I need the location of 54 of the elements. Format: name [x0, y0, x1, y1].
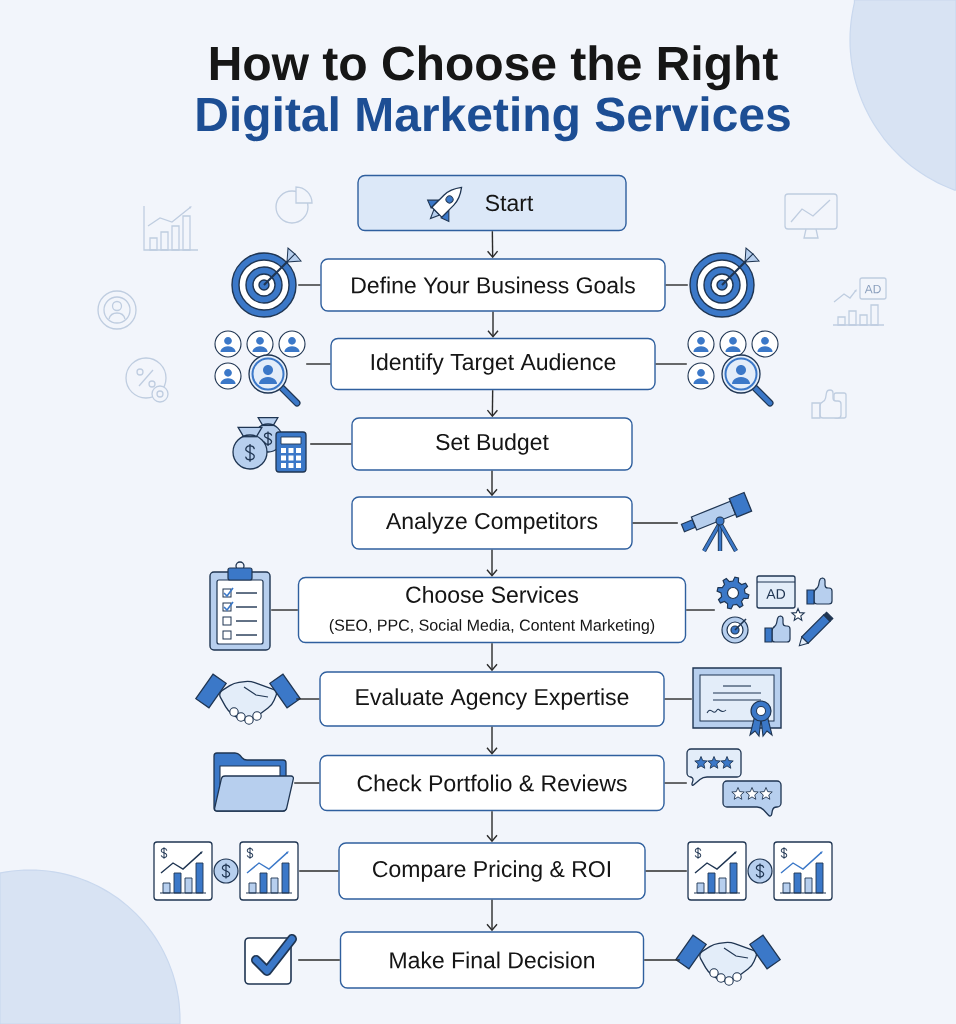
step-box: Check Portfolio & Reviews [319, 754, 665, 812]
connector-line [297, 284, 321, 286]
connector-line [664, 782, 688, 784]
arrow [487, 311, 499, 338]
arrow [486, 549, 498, 577]
title: How to Choose the Right Digital Marketing Services [197, 45, 790, 142]
marketing-tools-icon [716, 575, 834, 647]
bar-charts-icon [687, 841, 833, 901]
arrow [486, 899, 498, 932]
start-box: Start [357, 174, 627, 232]
step-box: Define Your Business Goals [320, 258, 666, 312]
telescope-icon [680, 491, 753, 553]
arrow [486, 810, 498, 843]
icon-text: AD [864, 284, 881, 294]
connector-line [305, 363, 331, 365]
step-box: Identify Target Audience [330, 337, 656, 391]
step-box: Make Final Decision [339, 931, 645, 989]
icon-text: AD [766, 589, 786, 599]
arrow [486, 726, 498, 755]
connector-line [270, 609, 299, 611]
connector-line [665, 284, 689, 286]
money-bags-calculator-icon [232, 417, 307, 473]
step-box: Set Budget [351, 417, 633, 471]
connector-line [645, 870, 688, 872]
connector-line [293, 782, 320, 784]
target-icon [689, 247, 760, 318]
connector-line [298, 870, 339, 872]
folder-icon [213, 752, 295, 812]
checkbox-icon [244, 934, 297, 985]
arrow [486, 230, 499, 259]
arrow [486, 389, 499, 418]
connector-line [664, 698, 693, 700]
bar-charts-icon [153, 841, 299, 901]
handshake-icon [674, 934, 782, 986]
handshake-icon [194, 673, 302, 725]
clipboard-checklist-icon [209, 561, 271, 651]
connector-line [297, 959, 341, 961]
arrow [486, 642, 498, 672]
connector-line [632, 522, 679, 524]
step-box: Evaluate Agency Expertise [319, 671, 665, 727]
review-bubbles-icon [686, 748, 782, 817]
connector-line [643, 959, 681, 961]
people-search-icon [687, 330, 779, 407]
target-icon [231, 247, 302, 318]
people-search-icon [214, 330, 306, 407]
connector-line [295, 698, 320, 700]
connector-line [309, 443, 352, 445]
connector-line [685, 609, 716, 611]
certificate-icon [692, 667, 782, 738]
step-box: Analyze Competitors [351, 496, 633, 550]
step-box: Compare Pricing & ROI [338, 842, 646, 900]
step-box: Choose Services (SEO, PPC, Social Media, Content Marketing) [297, 576, 687, 644]
arrow [486, 470, 498, 497]
connector-line [655, 363, 688, 365]
